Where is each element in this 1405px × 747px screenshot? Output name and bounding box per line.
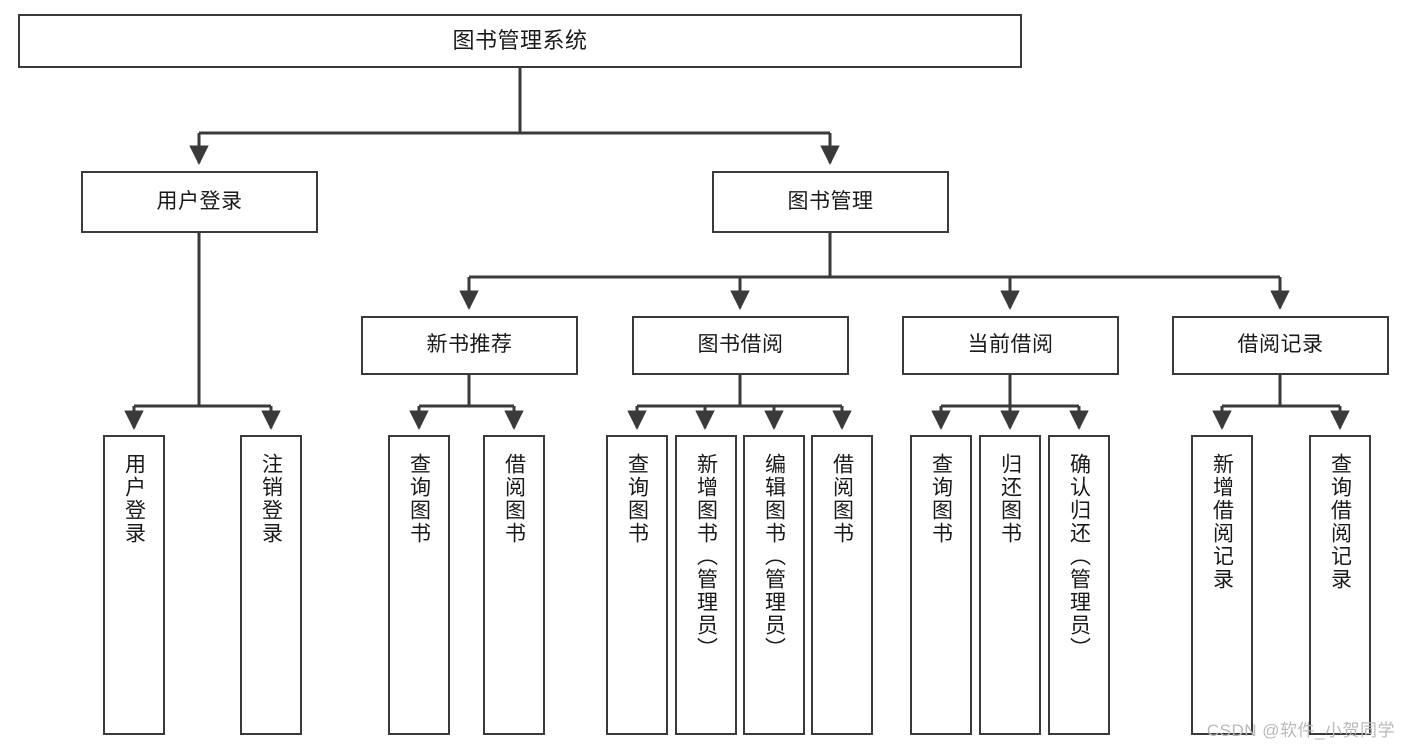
- node-leaf-return-book[interactable]: 归还图书: [979, 435, 1041, 735]
- node-label: 查询图书: [625, 453, 649, 545]
- node-leaf-borrow-book-2[interactable]: 借阅图书: [811, 435, 873, 735]
- node-leaf-user-login[interactable]: 用户登录: [103, 435, 165, 735]
- node-label: 新书推荐: [426, 333, 513, 357]
- watermark-text: CSDN @软件_小贺同学: [1206, 721, 1395, 740]
- node-label: 编辑图书（管理员）: [762, 453, 786, 660]
- node-label: 新增图书（管理员）: [694, 453, 718, 660]
- node-label: 借阅图书: [830, 453, 854, 545]
- node-label: 图书管理系统: [452, 28, 588, 54]
- node-leaf-query-record[interactable]: 查询借阅记录: [1309, 435, 1371, 735]
- node-book-management[interactable]: 图书管理: [712, 171, 949, 233]
- node-borrow-record[interactable]: 借阅记录: [1172, 316, 1389, 375]
- node-leaf-confirm-return[interactable]: 确认归还（管理员）: [1048, 435, 1110, 735]
- node-label: 注销登录: [259, 453, 283, 545]
- node-label: 图书管理: [787, 189, 874, 213]
- node-label: 确认归还（管理员）: [1067, 453, 1091, 660]
- node-leaf-query-book-2[interactable]: 查询图书: [606, 435, 668, 735]
- node-label: 查询图书: [929, 453, 953, 545]
- node-label: 借阅图书: [502, 453, 526, 545]
- node-label: 借阅记录: [1237, 333, 1324, 357]
- node-label: 新增借阅记录: [1210, 453, 1234, 591]
- node-label: 用户登录: [122, 453, 146, 545]
- node-leaf-query-book-1[interactable]: 查询图书: [388, 435, 450, 735]
- node-label: 查询图书: [407, 453, 431, 545]
- node-new-book-recommend[interactable]: 新书推荐: [361, 316, 578, 375]
- node-book-borrow[interactable]: 图书借阅: [632, 316, 849, 375]
- node-leaf-edit-book[interactable]: 编辑图书（管理员）: [743, 435, 805, 735]
- node-leaf-add-book[interactable]: 新增图书（管理员）: [675, 435, 737, 735]
- node-root-system[interactable]: 图书管理系统: [18, 14, 1022, 68]
- node-label: 查询借阅记录: [1328, 453, 1352, 591]
- node-label: 用户登录: [156, 189, 243, 213]
- node-leaf-query-book-3[interactable]: 查询图书: [910, 435, 972, 735]
- node-current-borrow[interactable]: 当前借阅: [902, 316, 1119, 375]
- node-user-login[interactable]: 用户登录: [81, 171, 318, 233]
- node-label: 归还图书: [998, 453, 1022, 545]
- node-label: 当前借阅: [967, 333, 1054, 357]
- node-leaf-borrow-book-1[interactable]: 借阅图书: [483, 435, 545, 735]
- node-label: 图书借阅: [697, 333, 784, 357]
- node-leaf-logout-login[interactable]: 注销登录: [240, 435, 302, 735]
- node-leaf-add-record[interactable]: 新增借阅记录: [1191, 435, 1253, 735]
